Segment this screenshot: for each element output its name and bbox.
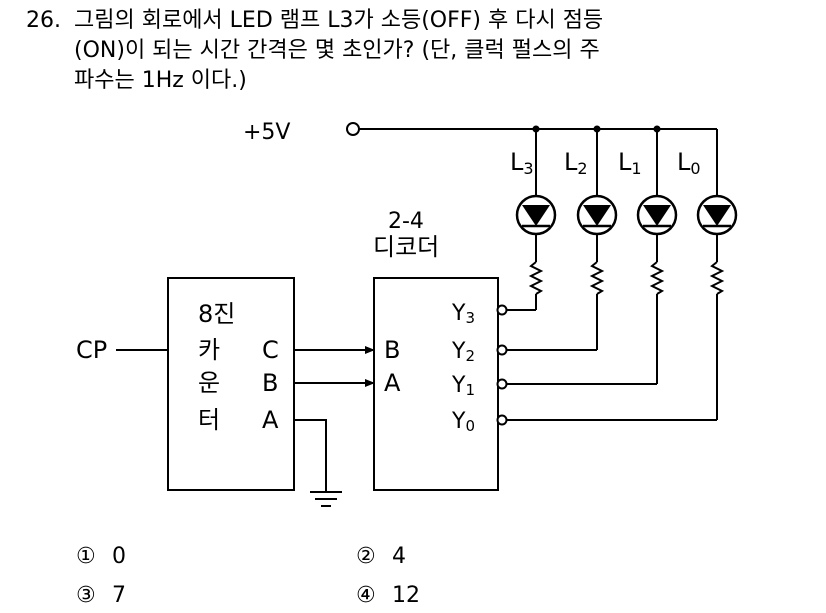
resistor-l0-icon — [709, 261, 725, 295]
lamp-branch-l1 — [506, 129, 678, 385]
ground-icon — [310, 491, 342, 507]
decoder-output-y3: Y3 — [451, 301, 475, 327]
choice-4-mark: ④ — [356, 583, 376, 608]
decoder-title-line2: 디코더 — [373, 233, 439, 261]
resistor-l2-icon — [589, 261, 605, 295]
question-text: 26. 그림의 회로에서 LED 램프 L3가 소등(OFF) 후 다시 점등 (… — [26, 6, 816, 96]
counter-title: 8진 — [198, 300, 235, 328]
counter-char-1: 카 — [198, 336, 220, 364]
counter-char-3: 터 — [198, 406, 220, 434]
question-text-line-3: 파수는 1Hz 이다.) — [74, 68, 247, 93]
choice-2-value: 4 — [392, 544, 406, 569]
question-text-line-2: (ON)이 되는 시간 간격은 몇 초인가? (단, 클럭 펄스의 주 — [74, 38, 600, 63]
lamp-label-l1: L1 — [618, 148, 642, 178]
question-line-1: 26. 그림의 회로에서 LED 램프 L3가 소등(OFF) 후 다시 점등 — [26, 6, 816, 36]
lamp-label-l3: L3 — [510, 148, 534, 178]
bubble-y1 — [496, 378, 508, 390]
lamp-branch-l0 — [506, 129, 738, 421]
resistor-l1-icon — [649, 261, 665, 295]
decoder-input-a: A — [384, 369, 401, 397]
supply-label: +5V — [243, 120, 290, 145]
decoder-input-b: B — [384, 336, 400, 364]
choice-2-mark: ② — [356, 544, 376, 569]
decoder-output-y0: Y0 — [451, 409, 475, 435]
bubble-y2 — [496, 344, 508, 356]
lamp-branch-l3 — [506, 129, 557, 311]
choice-1-value: 0 — [112, 544, 126, 569]
wire-a-to-ground — [294, 419, 327, 492]
counter-output-b: B — [262, 369, 278, 397]
choice-1-mark: ① — [76, 544, 96, 569]
bubble-y0 — [496, 414, 508, 426]
decoder-output-y1: Y1 — [451, 373, 475, 399]
choice-3-mark: ③ — [76, 583, 96, 608]
question-text-line-1: 그림의 회로에서 LED 램프 L3가 소등(OFF) 후 다시 점등 — [74, 8, 604, 33]
resistor-l3-icon — [528, 261, 544, 295]
clock-label: CP — [76, 336, 107, 364]
counter-char-2: 운 — [198, 369, 220, 397]
decoder-output-y2: Y2 — [451, 339, 475, 365]
choice-3-value: 7 — [112, 583, 126, 608]
counter-output-a: A — [262, 406, 279, 434]
lamp-label-l0: L0 — [677, 148, 701, 178]
question-number: 26. — [26, 8, 61, 33]
choice-4[interactable]: ④ 12 — [356, 581, 420, 611]
supply-terminal — [346, 122, 360, 136]
decoder-title-line1: 2-4 — [388, 209, 424, 234]
lamp-branch-l2 — [506, 129, 618, 351]
choice-4-value: 12 — [392, 583, 420, 608]
counter-output-c: C — [262, 336, 279, 364]
bubble-y3 — [496, 304, 508, 316]
lamp-label-l2: L2 — [564, 148, 588, 178]
